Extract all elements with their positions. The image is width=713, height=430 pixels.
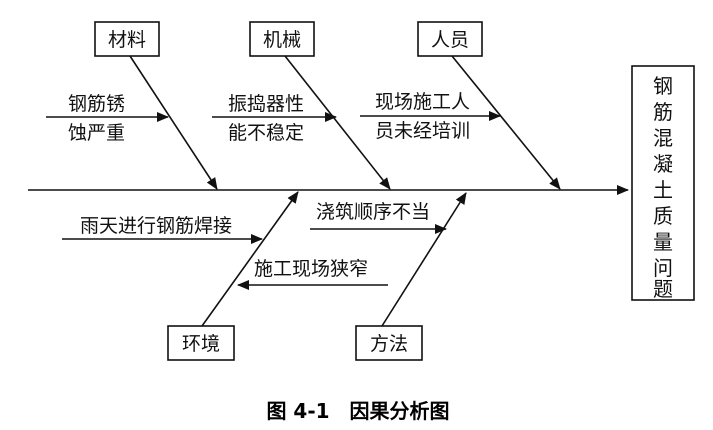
category-label-methods: 方法 — [370, 333, 408, 355]
effect-char: 混 — [653, 126, 673, 150]
effect-char: 筋 — [653, 100, 673, 124]
cause-materials-line1: 钢筋锈 — [68, 93, 125, 115]
bone-people — [451, 55, 561, 190]
category-label-people: 人员 — [431, 29, 469, 51]
bone-methods — [381, 192, 467, 327]
bone-materials — [129, 55, 218, 190]
effect-char: 量 — [653, 230, 673, 254]
cause-materials-line2: 蚀严重 — [68, 122, 125, 144]
category-box-people — [417, 21, 483, 57]
cause-environment-2: 施工现场狭窄 — [254, 258, 368, 280]
cause-people-line1: 现场施工人 — [375, 91, 470, 113]
cause-environment-1: 雨天进行钢筋焊接 — [80, 215, 232, 237]
effect-char: 问 — [653, 256, 673, 280]
cause-machines-line2: 能不稳定 — [228, 122, 304, 144]
effect-char: 钢 — [653, 74, 673, 98]
effect-box — [631, 65, 695, 301]
effect-char: 土 — [653, 178, 673, 202]
cause-machines-line1: 振捣器性 — [228, 93, 304, 115]
category-label-environment: 环境 — [182, 333, 220, 355]
category-box-methods — [355, 325, 423, 361]
cause-people-line2: 员未经培训 — [375, 120, 470, 142]
figure-caption: 图 4-1 因果分析图 — [266, 399, 449, 423]
effect-char: 凝 — [653, 152, 673, 176]
bone-machines — [284, 55, 391, 190]
category-box-materials — [94, 21, 160, 57]
bone-environment — [201, 191, 299, 327]
cause-methods: 浇筑顺序不当 — [316, 201, 430, 223]
category-box-environment — [167, 325, 235, 361]
category-label-machines: 机械 — [263, 29, 301, 51]
category-box-machines — [249, 21, 315, 57]
category-label-materials: 材料 — [108, 29, 146, 51]
effect-char: 题 — [653, 277, 673, 301]
effect-char: 质 — [653, 204, 673, 228]
effect-label: 钢 筋 混 凝 土 质 量 问 题 — [653, 74, 673, 301]
